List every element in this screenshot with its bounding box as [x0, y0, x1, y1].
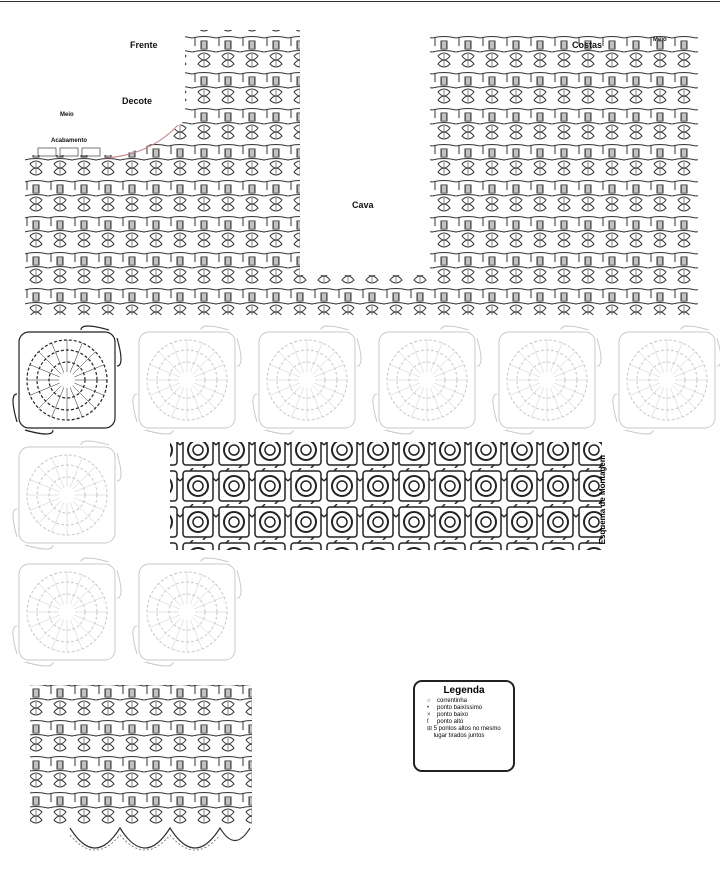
square-motif — [132, 557, 242, 667]
legend-box: Legenda ○ correntinha • ponto baixíssimo × po… — [413, 680, 515, 772]
assembly-label: Esquema de Montagem — [598, 455, 607, 545]
back-label: Costas — [572, 40, 603, 50]
legend-item: ○ correntinha — [427, 698, 513, 705]
legend-item: • ponto baixíssimo — [427, 705, 513, 712]
back-piece — [300, 35, 698, 315]
motifs — [12, 325, 720, 667]
legend-item-label: 5 pontos altos no mesmo lugar tirados ju… — [433, 726, 501, 739]
slip-stitch-icon: • — [427, 705, 430, 711]
finishing-stitches — [37, 147, 101, 157]
square-motif — [12, 557, 122, 667]
square-motif — [12, 325, 122, 435]
bottom-piece — [30, 685, 252, 851]
armhole-label: Cava — [352, 200, 374, 210]
square-motif — [612, 325, 720, 435]
square-motif — [252, 325, 362, 435]
legend-item-label: ponto baixo — [437, 712, 469, 718]
neckline-label: Decote — [122, 96, 153, 106]
chain-stitch-icon: ○ — [427, 698, 431, 704]
square-motif — [372, 325, 482, 435]
legend-item: × ponto baixo — [427, 712, 513, 719]
square-motif — [132, 325, 242, 435]
legend-item: ƭ ponto alto — [427, 719, 513, 726]
front-label: Frente — [130, 40, 158, 50]
middle-back-label: Meio — [653, 37, 667, 43]
single-crochet-icon: × — [427, 712, 431, 718]
legend-item-label: correntinha — [437, 698, 468, 704]
scallop-edge — [69, 826, 251, 849]
legend-title: Legenda — [443, 685, 485, 696]
legend-item-label: ponto baixíssimo — [437, 705, 483, 711]
square-motif — [492, 325, 602, 435]
legend-item-label: ponto alto — [437, 719, 464, 725]
legend-item: ⊞5 pontos altos no mesmo lugar tirados j… — [427, 726, 513, 740]
square-motif — [12, 440, 122, 550]
finishing-label: Acabamento — [51, 138, 88, 144]
neckline-curve — [104, 124, 179, 159]
assembly-grid — [170, 442, 602, 550]
middle-front-label: Meio — [60, 112, 74, 118]
double-crochet-icon: ƭ — [427, 719, 429, 725]
cluster-icon: ⊞ — [427, 726, 433, 732]
front-piece — [25, 30, 300, 315]
